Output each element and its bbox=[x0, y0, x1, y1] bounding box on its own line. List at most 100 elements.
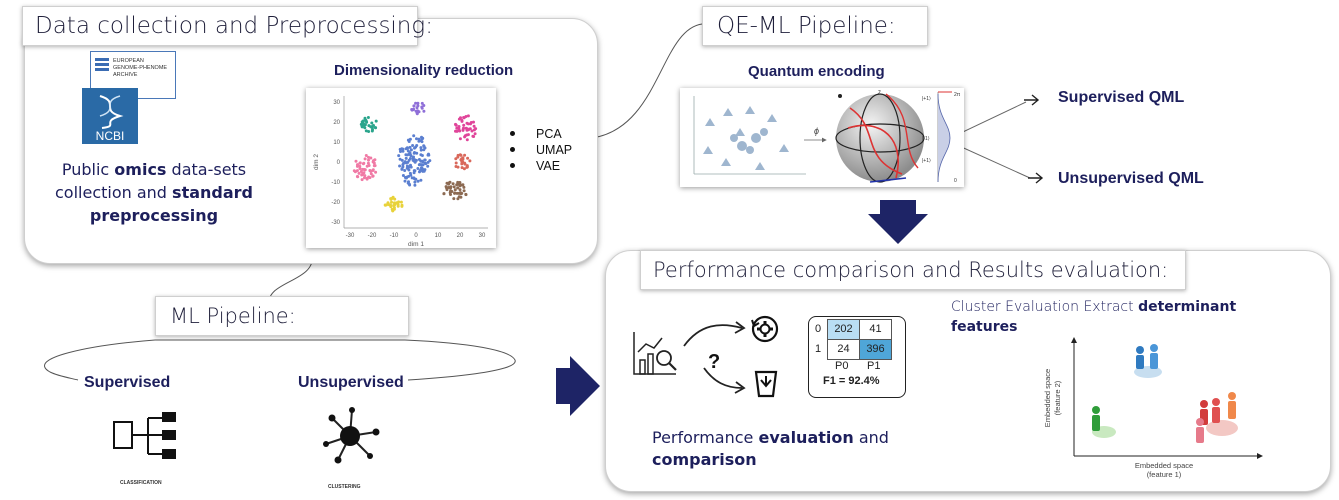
scatter-point bbox=[402, 161, 406, 165]
scatter-point bbox=[415, 144, 419, 147]
scatter-point bbox=[419, 178, 423, 182]
arrow-unsupervised-qml-icon bbox=[1028, 172, 1044, 184]
arrow-supervised-qml-icon bbox=[1024, 94, 1040, 106]
unsupervised-qml-label: Unsupervised QML bbox=[1058, 170, 1204, 187]
scatter-point bbox=[356, 175, 360, 179]
scatter-point bbox=[372, 124, 375, 127]
encoding-label-2: |-1⟩ bbox=[922, 136, 930, 142]
scatter-point bbox=[417, 137, 421, 141]
scatter-point bbox=[420, 154, 424, 157]
scatter-point bbox=[411, 144, 415, 147]
quantum-encoding-image: ϕ z 2π |+1⟩ |-1⟩ |+1⟩ 0 bbox=[680, 88, 964, 187]
scatter-point bbox=[444, 185, 448, 189]
scatter-point bbox=[404, 161, 408, 165]
ytick-label: 0 bbox=[337, 160, 341, 166]
scatter-point bbox=[363, 123, 367, 127]
scatter-point bbox=[458, 129, 462, 133]
scatter-point bbox=[365, 164, 369, 168]
right-arrow-icon bbox=[556, 356, 600, 416]
scatter-point bbox=[419, 146, 423, 150]
scatter-point bbox=[366, 116, 370, 119]
method-vae: VAE bbox=[510, 158, 572, 174]
scatter-point bbox=[367, 130, 371, 133]
scatter-point bbox=[407, 158, 411, 162]
scatter-point bbox=[412, 104, 416, 108]
scatter-point bbox=[414, 101, 418, 105]
scatter-point bbox=[416, 101, 420, 105]
scatter-point bbox=[413, 180, 417, 184]
scatter-point bbox=[453, 188, 457, 192]
xtick-label: -20 bbox=[368, 233, 377, 239]
scatter-point bbox=[371, 168, 375, 172]
bloch-sphere bbox=[836, 94, 924, 182]
scatter-point bbox=[355, 164, 359, 168]
scatter-point bbox=[464, 193, 468, 197]
plot-xlabel: dim 1 bbox=[408, 241, 424, 248]
scatter-point bbox=[353, 170, 357, 174]
scatter-point bbox=[413, 146, 416, 150]
scatter-point bbox=[389, 203, 392, 207]
scatter-point bbox=[445, 188, 449, 192]
scatter-point bbox=[367, 158, 370, 162]
scatter-point bbox=[393, 197, 397, 201]
scatter-point bbox=[442, 192, 446, 196]
scatter-point bbox=[420, 101, 424, 105]
scatter-point bbox=[472, 128, 476, 132]
scatter-point bbox=[397, 154, 401, 158]
scatter-point bbox=[368, 169, 372, 172]
xtick-label: 20 bbox=[457, 233, 464, 239]
cm-cell-10: 24 bbox=[827, 339, 860, 360]
ml-pipeline-title: ML Pipeline: bbox=[155, 296, 409, 336]
scatter-point bbox=[408, 171, 412, 175]
scatter-point bbox=[408, 145, 412, 149]
scatter-point bbox=[386, 201, 390, 205]
scatter-point bbox=[451, 182, 455, 186]
scatter-point bbox=[363, 174, 367, 178]
scatter-point bbox=[412, 134, 416, 138]
scatter-point bbox=[364, 154, 368, 157]
ytick-label: -20 bbox=[331, 200, 340, 206]
scatter-point bbox=[460, 166, 464, 170]
down-arrow-icon bbox=[868, 200, 928, 244]
scatter-point bbox=[458, 188, 462, 192]
scatter-point bbox=[374, 126, 378, 130]
scatter-point bbox=[454, 129, 457, 133]
scatter-point bbox=[401, 174, 405, 177]
scatter-point bbox=[447, 182, 451, 186]
scatter-point bbox=[412, 155, 415, 159]
scatter-point bbox=[460, 119, 464, 123]
classification-tree-icon bbox=[113, 412, 176, 459]
scatter-point bbox=[423, 168, 427, 172]
scatter-point bbox=[409, 165, 413, 169]
scatter-point bbox=[364, 129, 368, 133]
cm-col-label-1: P1 bbox=[867, 360, 881, 372]
text-datasets: data-sets bbox=[166, 160, 247, 179]
ega-line-3: ARCHIVE bbox=[113, 72, 138, 78]
scatter-point bbox=[465, 165, 469, 169]
ncbi-helix-icon: NCBI bbox=[96, 95, 124, 143]
scatter-point bbox=[418, 163, 422, 166]
dimred-title: Dimensionality reduction bbox=[334, 62, 514, 79]
scatter-point bbox=[361, 173, 364, 176]
scatter-point bbox=[362, 161, 366, 165]
scatter-point bbox=[452, 197, 456, 201]
ytick-label: 30 bbox=[333, 100, 340, 106]
scatter-point bbox=[458, 137, 462, 141]
scatter-point bbox=[403, 179, 407, 183]
encoding-data-points bbox=[703, 106, 789, 170]
phi-symbol: ϕ bbox=[814, 126, 819, 136]
scatter-point bbox=[413, 158, 417, 162]
cluster-text-2: features bbox=[951, 319, 1018, 335]
text-omics: omics bbox=[114, 160, 167, 179]
xtick-label: 30 bbox=[479, 233, 486, 239]
scatter-point bbox=[415, 112, 419, 116]
eval-text-1: Performance bbox=[652, 428, 759, 447]
scatter-point bbox=[460, 160, 464, 164]
scatter-point bbox=[391, 209, 395, 213]
scatter-point bbox=[464, 115, 468, 118]
scatter-point bbox=[466, 133, 470, 137]
scatter-point bbox=[389, 197, 393, 201]
clustering-network-icon bbox=[323, 407, 380, 464]
scatter-point bbox=[459, 192, 463, 196]
scatter-point bbox=[373, 158, 377, 162]
